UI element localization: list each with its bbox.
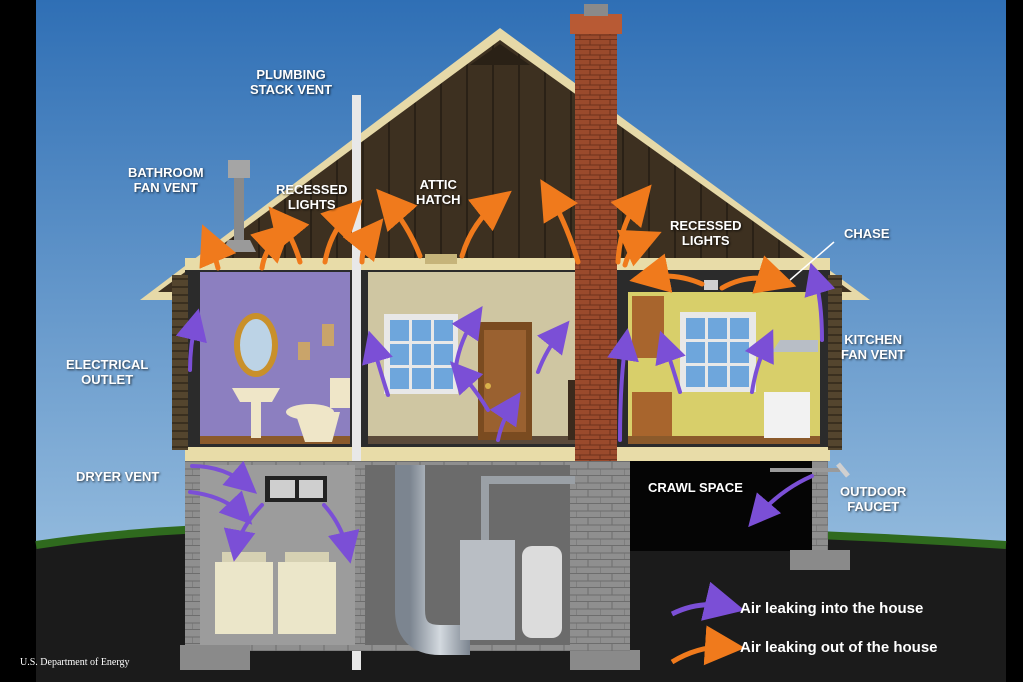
air-in-arrow <box>188 490 253 525</box>
left-footing <box>180 645 250 670</box>
basement-window-pane-2 <box>299 480 323 498</box>
attic-hatch <box>425 254 457 264</box>
kitchen-floor <box>628 436 820 444</box>
air-in-arrow <box>190 460 258 494</box>
bath-picture <box>298 342 310 360</box>
crawl-pier <box>618 461 630 651</box>
door-knob <box>485 383 491 389</box>
dryer-vent-label: DRYER VENT <box>76 469 160 484</box>
plumbing-stack <box>352 95 361 670</box>
air-in-arrow <box>175 308 207 372</box>
bath-fan <box>222 240 256 252</box>
dryer <box>278 562 336 634</box>
bath-vent-cap <box>228 160 250 178</box>
air-in-arrow <box>804 262 836 342</box>
air-out-arrow <box>376 188 423 259</box>
stove <box>764 392 810 438</box>
air-in-arrows <box>175 262 836 564</box>
flue-pipe <box>481 476 575 540</box>
washer <box>215 562 273 634</box>
air-in-arrow <box>223 503 264 562</box>
furnace <box>460 540 515 640</box>
upper-cabinet <box>632 296 664 358</box>
water-heater <box>522 546 562 638</box>
air-in-arrow <box>362 330 393 397</box>
mirror <box>240 319 272 371</box>
living-floor <box>368 436 578 444</box>
air-out-arrow <box>540 179 581 265</box>
air-out-arrow <box>629 253 705 293</box>
ceiling-joist <box>185 258 830 270</box>
kitchen-window-panes <box>686 318 749 387</box>
bath-vent-pipe <box>234 175 244 245</box>
gable-vent <box>470 44 530 65</box>
washer-control <box>222 552 266 562</box>
legend-air-in-arrow <box>670 581 745 621</box>
basement-window-pane <box>270 480 295 498</box>
air-out-arrow <box>320 199 363 265</box>
air-in-arrow <box>748 474 814 528</box>
air-out-arrow <box>268 206 310 265</box>
legend-air-out-label: Air leaking out of the house <box>740 639 938 656</box>
right-siding <box>828 275 842 450</box>
floor-joist <box>185 447 830 461</box>
air-out-arrow <box>342 218 384 265</box>
chimney-footing <box>570 650 640 670</box>
air-in-arrow <box>489 392 521 442</box>
chase-pointer <box>789 241 835 281</box>
air-in-arrow <box>322 503 360 564</box>
air-in-arrow <box>607 328 639 442</box>
air-out-arrow <box>199 224 237 271</box>
bathroom-floor <box>200 436 350 444</box>
air-out-arrow <box>617 229 662 268</box>
air-in-arrow <box>744 329 774 394</box>
legend-air-out-arrow <box>670 625 745 666</box>
air-out-arrow <box>719 255 797 294</box>
air-in-arrow <box>655 330 686 394</box>
lower-cabinet <box>632 392 672 436</box>
air-out-arrow <box>459 190 512 259</box>
chase-label: CHASE <box>844 226 890 241</box>
air-out-arrows <box>199 179 797 294</box>
crawl-space <box>625 461 825 551</box>
sink-pedestal <box>251 400 261 438</box>
bath-picture-2 <box>322 324 334 346</box>
chimney-cap <box>570 14 622 34</box>
legend-air-in-label: Air leaking into the house <box>740 600 924 617</box>
living-window-panes <box>390 320 453 389</box>
hvac-duct <box>395 465 470 655</box>
left-siding <box>172 275 188 450</box>
air-in-arrow <box>449 361 490 412</box>
credit-text: U.S. Department of Energy <box>20 657 130 668</box>
range-hood <box>772 340 818 352</box>
air-in-arrow <box>536 320 570 374</box>
dryer-control <box>285 552 329 562</box>
kitchen-light <box>704 280 718 290</box>
outdoor-faucet <box>836 462 850 478</box>
toilet-tank <box>330 378 350 408</box>
toilet-base <box>295 412 340 442</box>
chimney-flue <box>584 4 608 16</box>
crawl-space-label: CRAWL SPACE <box>648 480 743 495</box>
right-footing <box>790 550 850 570</box>
crawl-wall <box>812 461 828 556</box>
sink <box>232 388 280 402</box>
